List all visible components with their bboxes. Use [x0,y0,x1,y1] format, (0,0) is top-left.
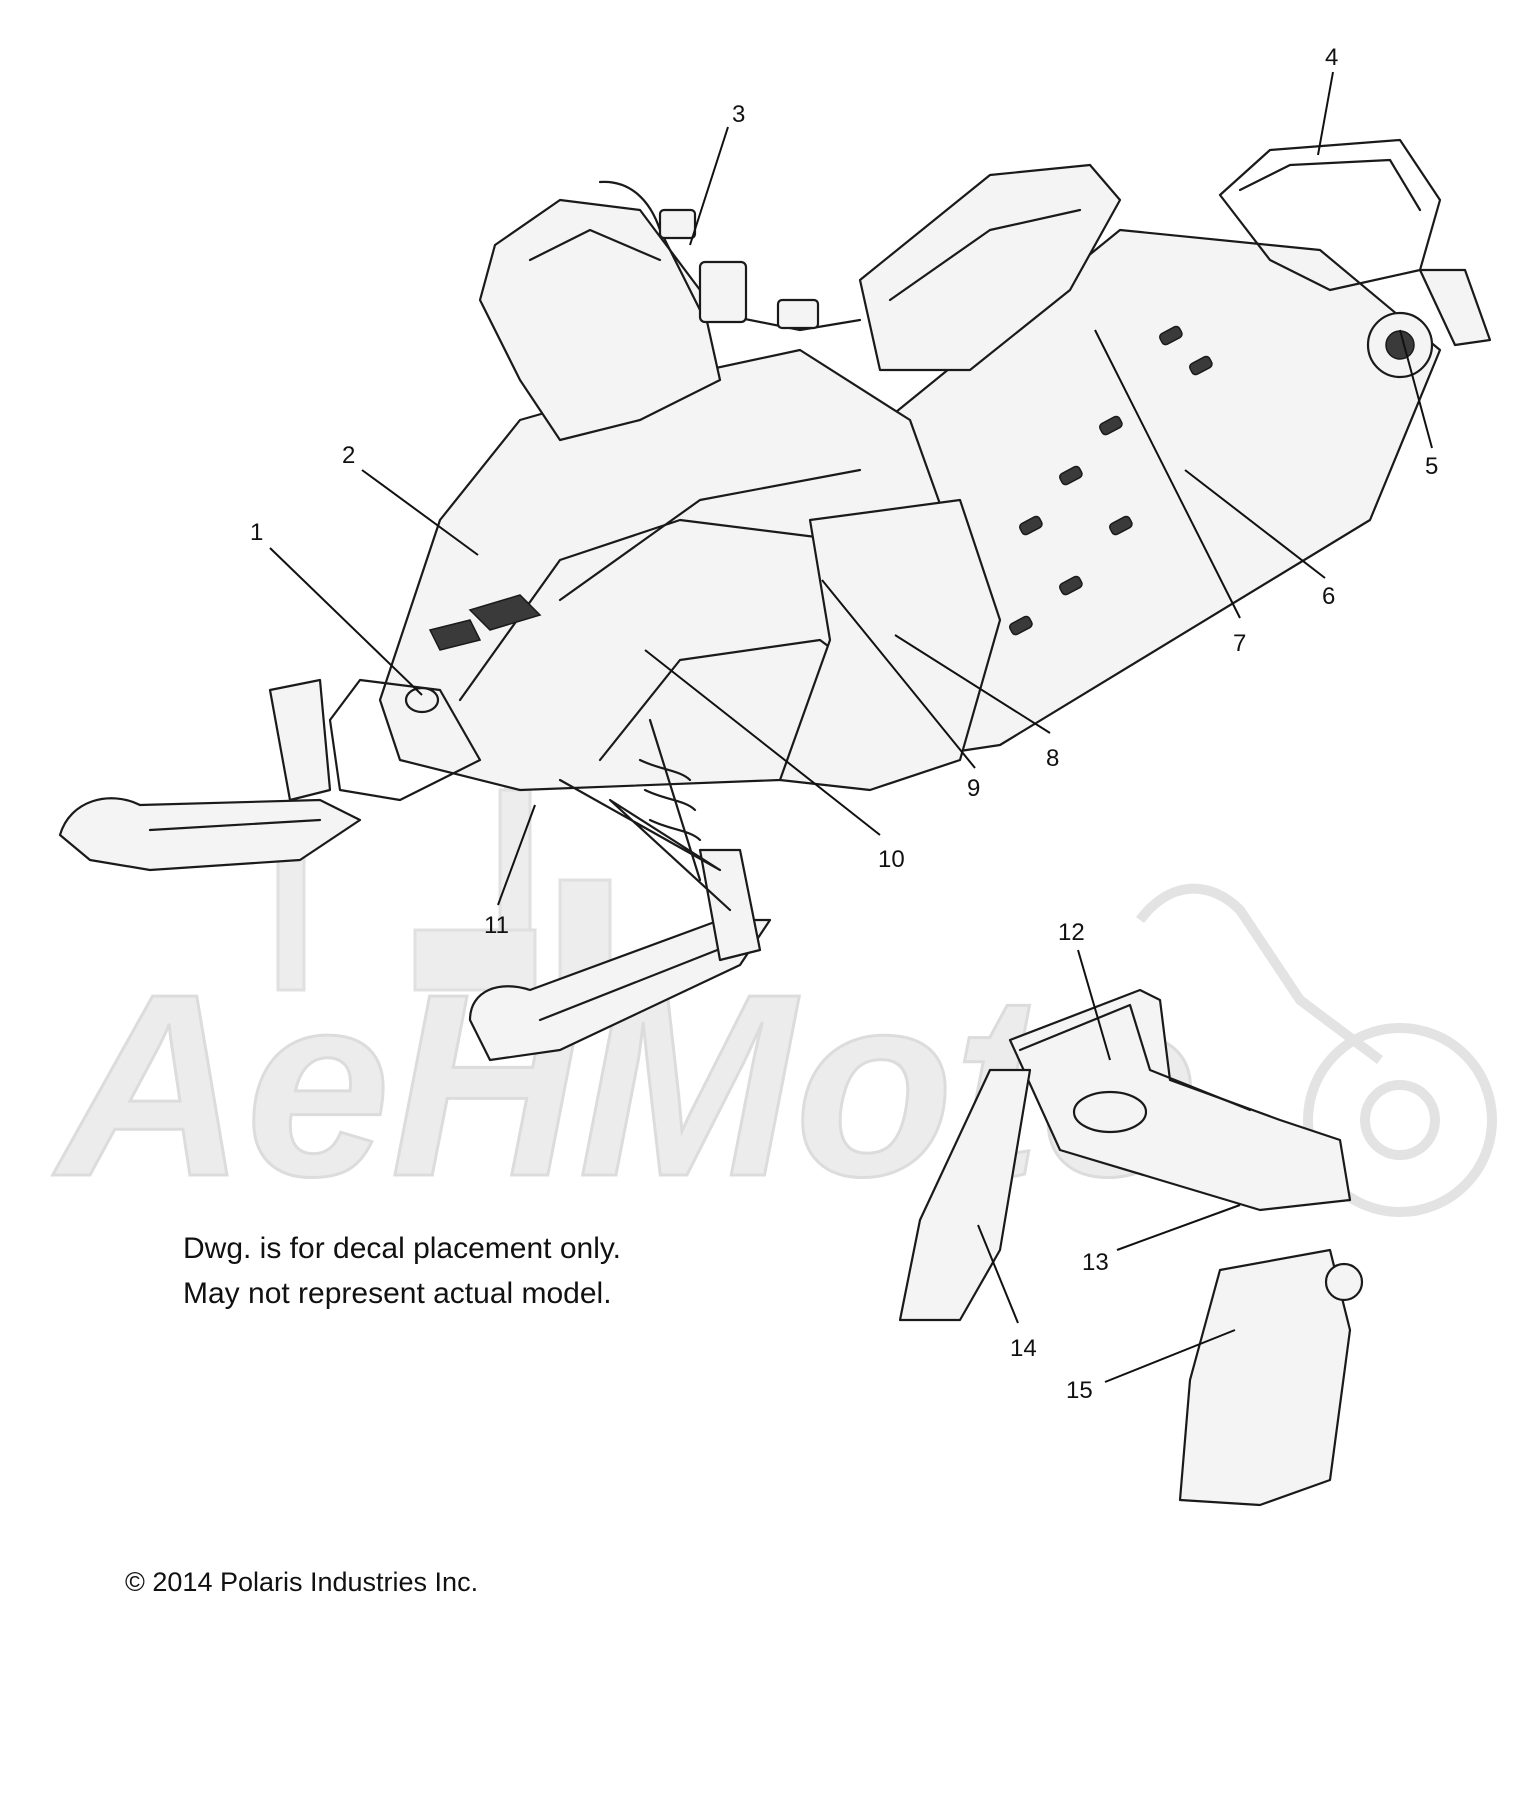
snowmobile-drawing [58,138,1492,1062]
detail-hood-panel [1008,988,1352,1212]
leader-lines [269,71,1433,1383]
leader-11 [497,804,536,906]
callout-8: 8 [1046,745,1059,772]
leader-6 [1184,469,1326,579]
brake-lever-block [776,298,820,330]
detail-side-panel-boss [1324,1262,1364,1302]
throttle-block [658,208,697,240]
callout-7: 7 [1233,630,1246,657]
hood-detail-drawing [898,988,1364,1507]
callout-9: 9 [967,775,980,802]
detail-gauge-opening [1072,1090,1148,1134]
callout-3: 3 [732,101,745,128]
leader-10 [644,649,881,836]
rear-rack [1218,138,1442,292]
leader-14 [977,1224,1019,1324]
grille [468,594,542,631]
callout-14: 14 [1010,1335,1037,1362]
leader-8 [894,634,1051,734]
leader-3 [689,126,729,246]
note-line-1: Dwg. is for decal placement only. [183,1232,621,1265]
spindle [698,848,762,962]
leader-12 [1077,949,1111,1061]
callout-10: 10 [878,846,905,873]
leader-5 [1399,329,1433,449]
side-panel [778,498,1002,792]
detail-right-side-panel [1178,1248,1352,1507]
leader-4 [1317,71,1334,156]
handlebar [598,180,862,332]
a-arm [558,778,732,912]
callout-4: 4 [1325,44,1338,71]
leader-15 [1104,1329,1236,1383]
leader-9 [821,579,976,769]
callout-12: 12 [1058,919,1085,946]
copyright-notice: © 2014 Polaris Industries Inc. [125,1567,478,1597]
callout-1: 1 [250,519,263,546]
watermark-motorcycle-icon [1136,883,1497,1217]
detail-left-side-panel [898,1068,1032,1322]
control-box [698,260,748,324]
leader-1 [269,547,423,696]
callout-13: 13 [1082,1249,1109,1276]
drawing-note: Dwg. is for decal placement only. May no… [183,1232,621,1310]
snowflap [1418,268,1492,347]
left-ski [58,797,362,872]
leader-2 [361,469,479,556]
front-bumper [328,678,482,802]
leader-7 [1094,329,1241,619]
callout-5: 5 [1425,453,1438,480]
detail-hood-top [1018,1003,1252,1112]
running-board [1009,325,1213,636]
callout-11: 11 [484,912,509,939]
callout-15: 15 [1066,1377,1093,1404]
leader-13 [1116,1204,1241,1251]
right-ski [468,918,772,1062]
callout-labels: 1 2 3 4 5 6 7 8 9 10 11 12 13 14 15 [250,44,1438,1404]
callout-2: 2 [342,442,355,469]
callout-6: 6 [1322,583,1335,610]
note-line-2: May not represent actual model. [183,1277,612,1310]
headlight [404,686,440,714]
